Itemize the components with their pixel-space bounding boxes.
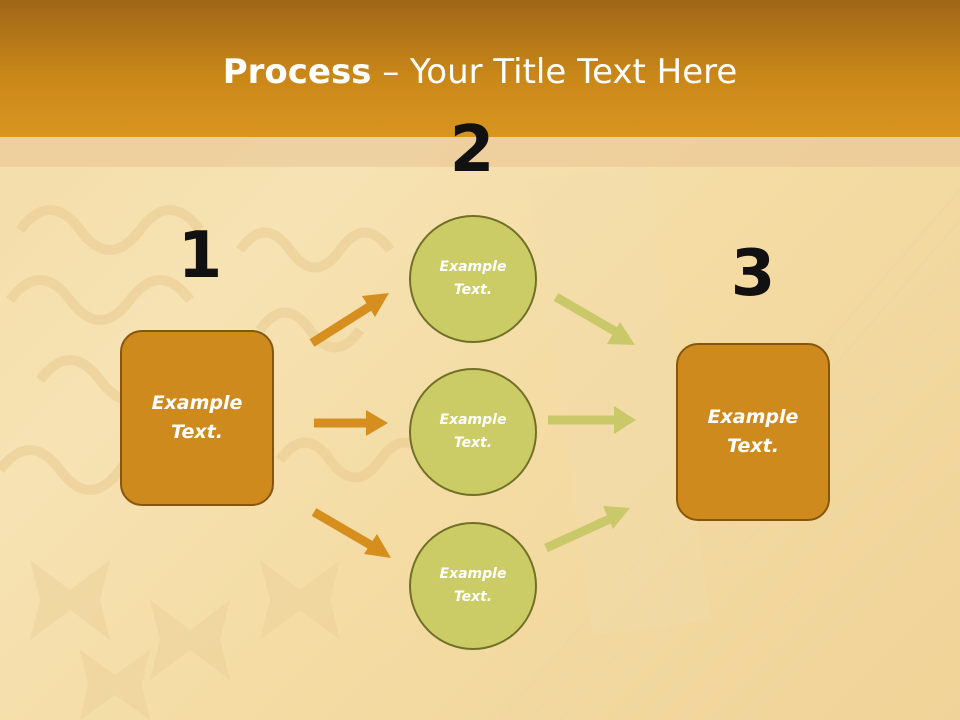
arrowhead-left-to-middle [366,410,388,436]
title-bar [0,0,960,137]
arrowhead-bottom-to-right [603,506,630,529]
arrow-left-to-bottom [311,508,377,551]
right-box-line2: Text. [727,435,779,457]
circle-middle-line1: Example [439,412,507,428]
arrow-left-to-top [309,301,375,347]
title-underband [0,137,960,167]
arrowhead-top-to-right [607,322,635,345]
circle-bottom-line2: Text. [453,589,493,605]
circle-top-line2: Text. [453,282,493,298]
left-box-line1: Example [151,392,243,414]
circle-bottom-line1: Example [439,566,507,582]
step-number-2: 2 [449,113,495,187]
slide-title-rest: – Your Title Text Here [371,52,738,92]
step-number-1: 1 [177,219,223,293]
circle-middle-line2: Text. [453,435,493,451]
arrowhead-left-to-bottom [364,534,391,558]
arrowhead-middle-to-right [614,406,636,434]
left-box-line2: Text. [171,421,223,443]
arrow-bottom-to-right [544,513,614,553]
right-box-line1: Example [707,406,799,428]
slide-title: Process – Your Title Text Here [0,52,960,92]
arrowhead-left-to-top [362,293,389,317]
slide-title-bold: Process [222,52,372,92]
circle-top-line1: Example [439,259,507,275]
step-number-3: 3 [730,237,776,311]
arrow-top-to-right [553,293,621,337]
